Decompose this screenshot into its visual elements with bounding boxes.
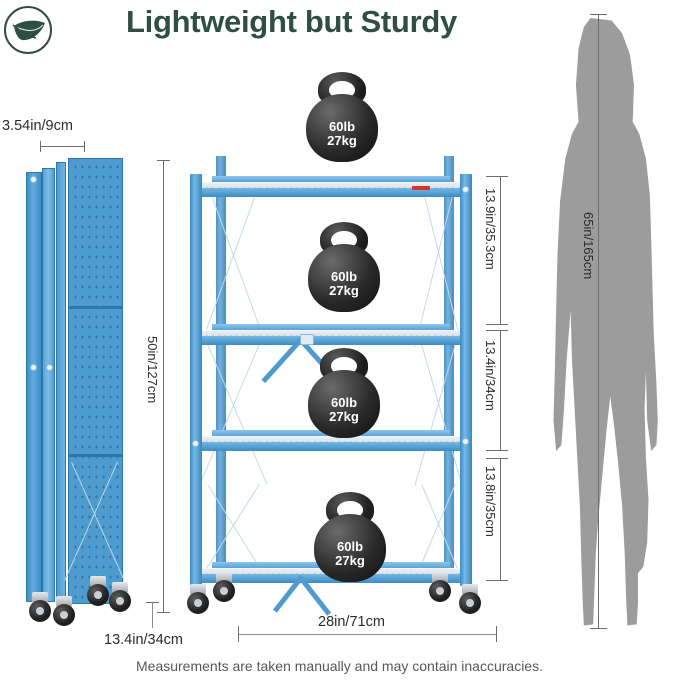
shelf-cross-brace-right-upper [414,183,463,348]
kettlebell-bottom-kg: 27kg [335,552,365,568]
folded-hinge-knob-2 [46,364,53,371]
shelf-cross-brace-left-mid [199,343,268,485]
shelf-height-dim-line [163,160,164,612]
shelf-beam-front-3 [192,442,470,451]
shelf-center-bracket [300,334,314,345]
kettlebell-third-kg: 27kg [329,408,359,424]
kettlebell-third: 60lb 27kg [306,348,382,440]
folded-side-panel-mid [42,168,55,602]
folded-caster-3 [86,576,110,606]
shelf-width-dim-line [238,634,496,635]
shelf-post-back-left [216,156,226,576]
shelf-beam-front-top [192,188,470,197]
shelf-height-tick-top [157,160,170,161]
shelf-beam-front-2 [192,336,470,345]
shelf-post-knob-left [192,440,199,447]
folded-side-panel-inner [56,162,66,602]
shelf-beam-back-2 [212,324,450,330]
shelf-cross-brace-right-mid [413,343,463,487]
human-height-tick-bottom [590,628,607,629]
folded-panel-seam-top [68,306,123,309]
tier-gap-3-tick-bottom [486,580,508,581]
folded-caster-2 [52,596,76,626]
kettlebell-second: 60lb 27kg [306,222,382,314]
tier-gap-1-tick-top [486,176,508,177]
human-silhouette [535,18,667,628]
tier-gap-3-dim-line [500,458,501,580]
kettlebell-bottom-lb: 60lb [336,539,364,554]
folded-width-tick-left [40,141,41,152]
tier-gap-2-tick-top [486,330,508,331]
kettlebell-bottom: 60lb 27kg [312,492,388,584]
shelf-caster-front-left [186,584,210,614]
tier-gap-1-dim-line [500,176,501,324]
feather-leaf-icon [12,20,45,41]
shelf-red-label-tag [412,186,430,190]
shelf-height-label: 50in/127cm [145,336,160,404]
shelf-caster-back-left [212,572,236,602]
folded-panel-seam-bottom [68,454,123,457]
shelf-beam-back-top [212,176,450,182]
tier-gap-3-tick-top [486,458,508,459]
measurement-disclaimer: Measurements are taken manually and may … [136,658,543,674]
folded-depth-tick [146,602,159,603]
folded-hinge-knob-3 [30,176,37,183]
shelf-post-front-left [190,174,202,586]
shelf-post-front-right [460,174,472,586]
folded-perforated-panel [68,158,123,604]
tier-gap-1-tick-bottom [486,324,508,325]
folded-hinge-knob-1 [30,364,37,371]
tier-gap-2-tick-bottom [486,450,508,451]
kettlebell-top-lb: 60lb [328,119,356,134]
shelf-cross-brace-left-upper [199,183,267,347]
brand-logo [4,6,52,54]
tier-gap-1-label: 13.9in/35.3cm [483,188,498,270]
folded-cross-brace [63,458,125,582]
folded-side-panel-outer [26,172,42,602]
shelf-width-label: 28in/71cm [318,614,385,630]
tier-gap-3-label: 13.8in/35cm [483,466,498,537]
shelf-post-knob-right [462,186,469,193]
page-title: Lightweight but Sturdy [126,4,457,39]
folded-width-tick-right [84,141,85,152]
shelf-height-tick-bottom [157,612,170,613]
human-height-tick-top [590,14,607,15]
human-height-dim-line [598,14,599,628]
shelf-post-knob-right-2 [462,438,469,445]
folded-depth-dim-line [152,602,153,628]
tier-gap-2-dim-line [500,330,501,450]
folded-width-label: 3.54in/9cm [2,118,73,134]
folded-depth-label: 13.4in/34cm [104,632,183,648]
kettlebell-top-kg: 27kg [327,132,357,148]
kettlebell-top: 60lb 27kg [304,72,380,164]
shelf-width-tick-right [496,626,497,642]
kettlebell-third-lb: 60lb [330,395,358,410]
shelf-width-tick-left [238,626,239,642]
shelf-caster-back-right [428,572,452,602]
kettlebell-second-kg: 27kg [329,282,359,298]
human-height-label: 65in/165cm [581,212,596,280]
shelf-caster-front-right [458,584,482,614]
folded-caster-4 [108,582,132,612]
folded-caster-1 [28,592,52,622]
folded-shelf-unit [26,158,131,626]
tier-gap-2-label: 13.4in/34cm [483,340,498,411]
kettlebell-second-lb: 60lb [330,269,358,284]
folded-width-dim-line [40,146,84,147]
